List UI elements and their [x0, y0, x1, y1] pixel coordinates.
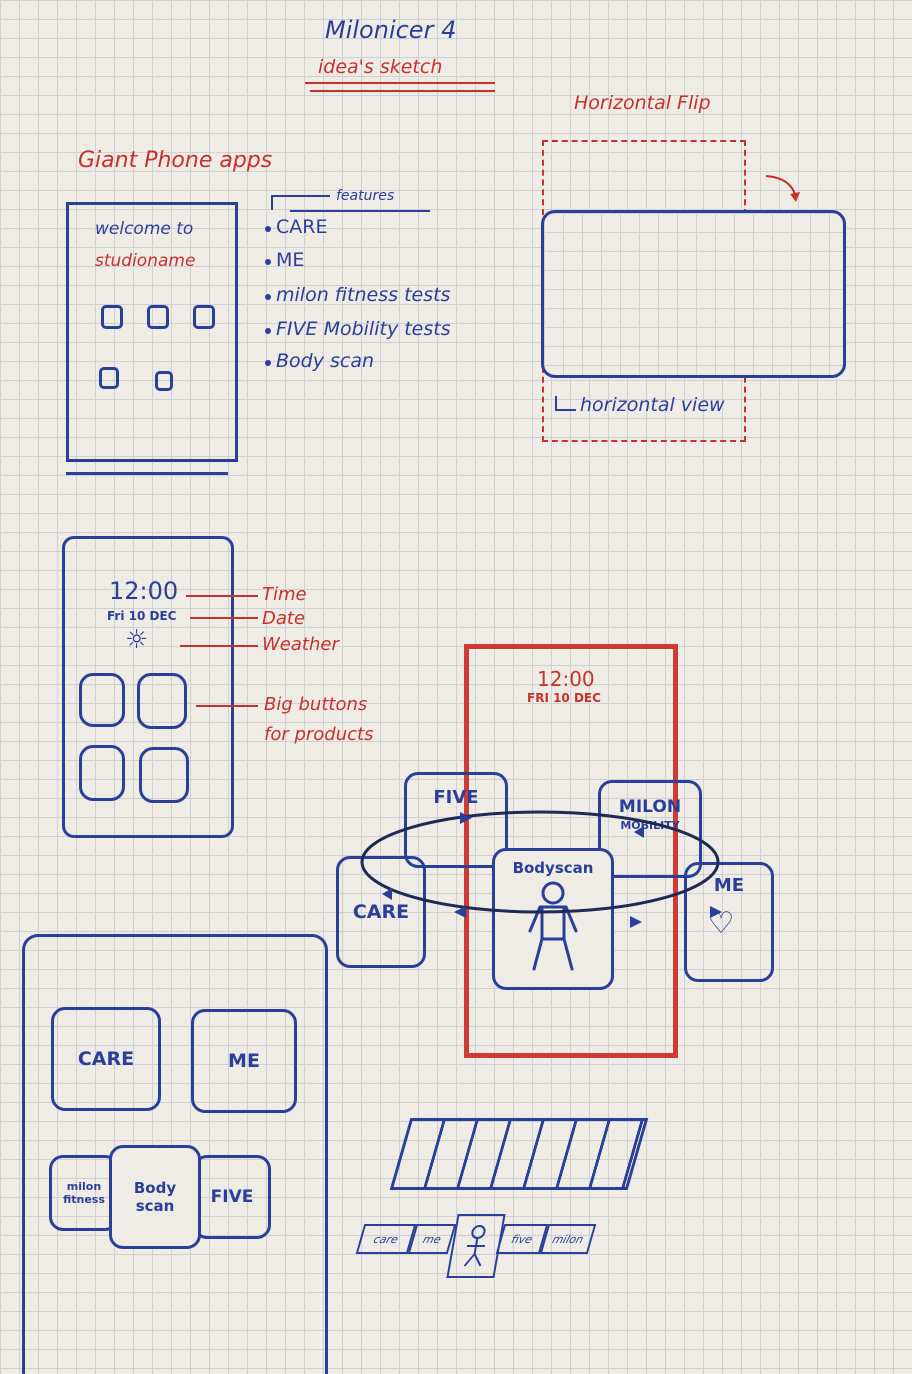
- carousel-tile-care[interactable]: CARE: [336, 856, 426, 968]
- annotation-buttons-2: for products: [264, 724, 374, 745]
- phone-screen: 12:00 Fri 10 DEC ☼: [62, 536, 234, 838]
- carousel-tile-bodyscan-label: Bodyscan: [512, 859, 594, 877]
- features-label: features: [336, 188, 395, 204]
- phone-time: 12:00: [109, 577, 179, 605]
- product-button-2[interactable]: [137, 673, 187, 729]
- product-button-1[interactable]: [79, 673, 125, 727]
- carousel-date: FRI 10 DEC: [527, 691, 601, 705]
- giant-phone-base: [66, 472, 228, 475]
- app-icon-1[interactable]: [101, 305, 123, 329]
- product-button-4[interactable]: [139, 747, 189, 803]
- subtitle-underline: [305, 82, 495, 84]
- annotation-time: Time: [262, 584, 307, 605]
- feature-item: Body scan: [276, 350, 375, 372]
- tablet-tile-milon-label-2: fitness: [63, 1193, 105, 1206]
- feature-bullets: [265, 226, 271, 366]
- carousel-tile-five[interactable]: FIVE: [404, 772, 508, 868]
- feature-item: CARE: [276, 216, 328, 238]
- tablet-tile-me[interactable]: ME: [191, 1009, 297, 1113]
- carousel-phone-frame: 12:00 FRI 10 DEC: [464, 644, 678, 1058]
- giant-phone-heading: Giant Phone apps: [78, 148, 273, 173]
- subtitle-underline-2: [310, 90, 495, 92]
- tablet-frame: CARE ME milon fitness FIVE Body scan: [22, 934, 328, 1374]
- carousel-tile-five-label: FIVE: [433, 787, 479, 808]
- tablet-tile-five-label: FIVE: [210, 1187, 254, 1207]
- tablet-tile-care[interactable]: CARE: [51, 1007, 161, 1111]
- tablet-tile-me-label: ME: [228, 1050, 260, 1072]
- welcome-line-2: studioname: [95, 251, 196, 271]
- carousel-tile-milon-sub: MOBILITY: [620, 819, 680, 832]
- annotation-weather: Weather: [262, 634, 339, 655]
- app-icon-4[interactable]: [99, 367, 119, 389]
- stick-figure-icon: [463, 1225, 486, 1267]
- tablet-tile-milon-label-1: milon: [66, 1180, 102, 1193]
- page-subtitle: idea's sketch: [318, 56, 443, 78]
- carousel-tile-milon[interactable]: MILON MOBILITY: [598, 780, 702, 878]
- carousel-tile-milon-label: MILON: [618, 797, 682, 817]
- feature-item: milon fitness tests: [276, 284, 451, 306]
- carousel-tile-bodyscan[interactable]: Bodyscan: [492, 848, 614, 990]
- annotation-date: Date: [262, 608, 306, 629]
- strip-row: care me five milon: [355, 1214, 597, 1294]
- page-title: Milonicer 4: [325, 16, 457, 44]
- carousel-tile-me-label: ME: [713, 875, 745, 896]
- feature-item: FIVE Mobility tests: [276, 318, 451, 340]
- horizontal-screen: [541, 210, 846, 378]
- app-icon-3[interactable]: [193, 305, 215, 329]
- phone-date: Fri 10 DEC: [107, 609, 177, 623]
- person-icon: [528, 881, 578, 971]
- horizontal-view-label: horizontal view: [580, 394, 725, 416]
- carousel-time: 12:00: [537, 667, 595, 691]
- sun-icon: ☼: [125, 625, 149, 655]
- welcome-line-1: welcome to: [95, 219, 194, 239]
- feature-item: ME: [276, 249, 305, 271]
- app-icon-5[interactable]: [155, 371, 173, 391]
- features-underline: [290, 210, 430, 212]
- annotation-buttons-1: Big buttons: [264, 694, 368, 715]
- strip-item-bodyscan[interactable]: [446, 1214, 506, 1278]
- carousel-tile-care-label: CARE: [352, 901, 410, 923]
- tablet-tile-care-label: CARE: [77, 1048, 135, 1070]
- horizontal-flip-label: Horizontal Flip: [574, 92, 711, 114]
- tablet-tile-body-label-2: scan: [135, 1197, 175, 1215]
- product-button-3[interactable]: [79, 745, 125, 801]
- app-icon-2[interactable]: [147, 305, 169, 329]
- tablet-tile-body-label-1: Body: [133, 1179, 177, 1197]
- tablet-tile-bodyscan[interactable]: Body scan: [109, 1145, 201, 1249]
- giant-phone-frame: welcome to studioname: [66, 202, 238, 462]
